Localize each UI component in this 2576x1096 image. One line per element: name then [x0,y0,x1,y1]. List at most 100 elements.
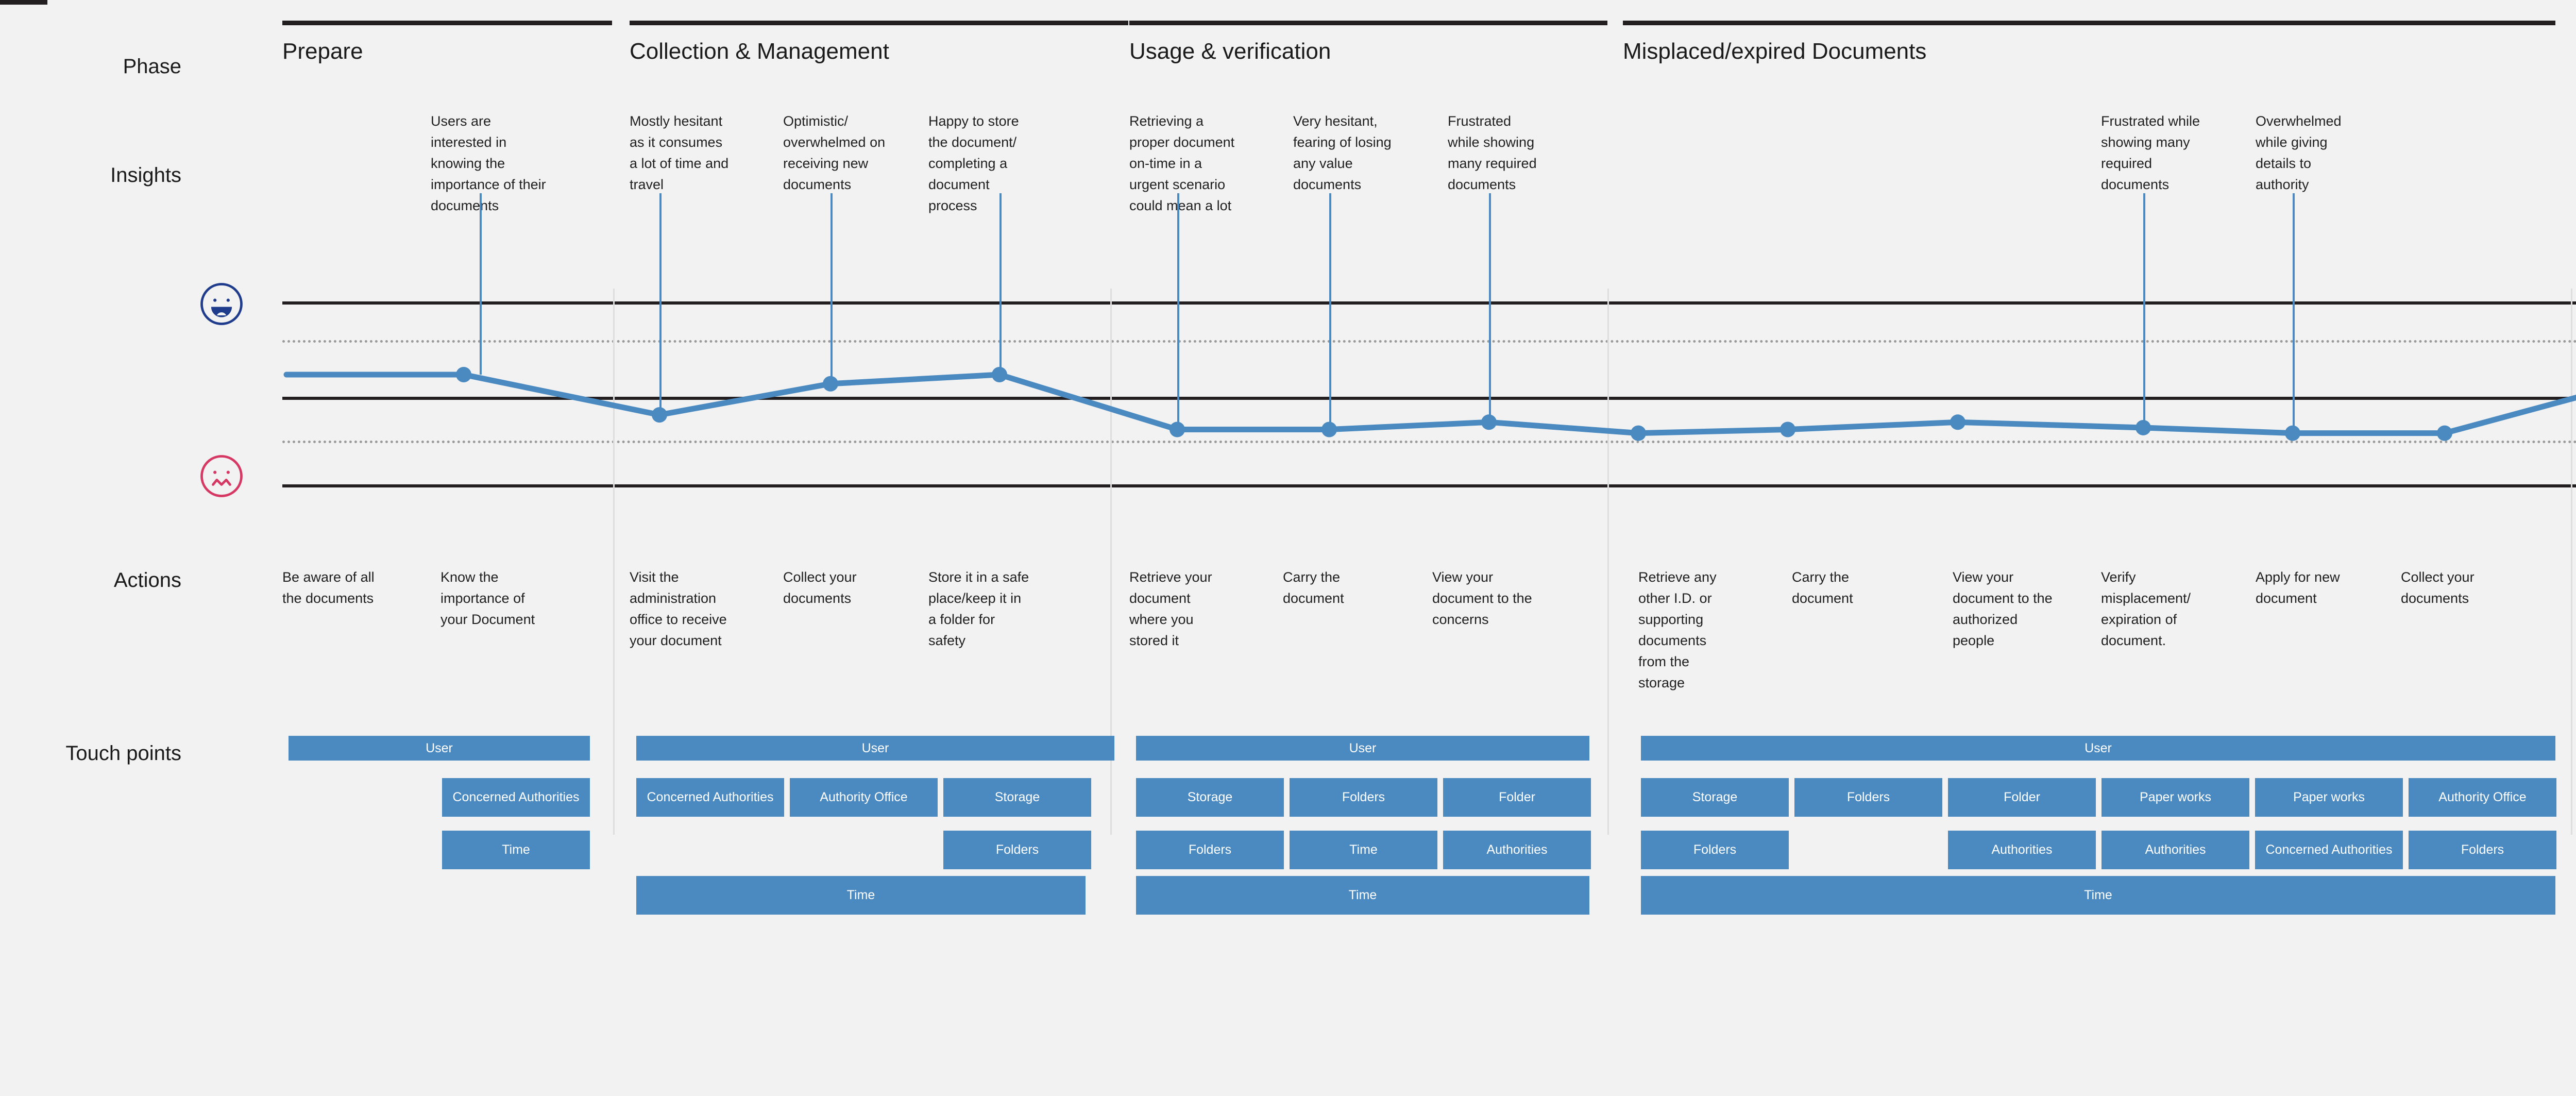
action-text: Store it in a safe place/keep it in a fo… [928,569,1029,649]
phase-title: Usage & verification [1129,39,1331,64]
phase-title: Collection & Management [630,39,889,64]
touchpoint-chip[interactable]: Authority Office [2409,778,2556,817]
chart-gridline-upper [282,340,2576,343]
chart-connector-7 [2143,301,2145,428]
insight-connector-3 [999,193,1002,303]
touchpoint-user[interactable]: User [289,736,590,761]
touchpoint-chip[interactable]: Folders [943,831,1091,869]
insight-text: Retrieving a proper document on-time in … [1129,113,1235,214]
insight-connector-2 [831,193,833,303]
insight-text: Overwhelmed while giving details to auth… [2256,113,2342,193]
chart-axis-top [282,301,2576,305]
action-text: Collect your documents [783,569,857,606]
row-label-phase: Phase [123,55,181,78]
touchpoint-user[interactable]: User [1641,736,2555,761]
phase-rule [282,21,612,25]
touchpoint-chip[interactable]: Storage [1136,778,1284,817]
phase-separator-0 [613,289,615,835]
insight-text: Users are interested in knowing the impo… [431,113,546,214]
chart-connector-8 [2293,301,2295,433]
insight-connector-6 [1489,193,1491,303]
phase-rule [1129,21,1607,25]
chart-axis-bottom [282,484,2576,487]
phase-rule [630,21,1128,25]
action-text: Know the importance of your Document [440,569,535,628]
phase-column-1: Collection & Management [630,21,1128,64]
chart-connector-1 [659,301,662,415]
emotion-data-point[interactable] [1631,425,1646,441]
touchpoint-chip[interactable]: Folders [1136,831,1284,869]
action-text: Carry the document [1283,569,1344,606]
chart-connector-6 [1489,301,1491,423]
phase-separator-3 [2571,289,2572,835]
chart-axis-mid [282,397,2576,400]
phase-separator-1 [1110,289,1112,835]
insight-text: Frustrated while showing many required d… [2101,113,2200,193]
insight-text: Mostly hesitant as it consumes a lot of … [630,113,729,193]
insight-text: Happy to store the document/ completing … [928,113,1019,214]
touchpoint-user[interactable]: User [1136,736,1589,761]
touchpoint-chip[interactable]: Authorities [1443,831,1591,869]
phase-column-2: Usage & verification [1129,21,1607,64]
insight-text: Optimistic/ overwhelmed on receiving new… [783,113,886,193]
action-text: Retrieve any other I.D. or supporting do… [1638,569,1717,691]
touchpoint-chip[interactable]: Storage [1641,778,1789,817]
action-text: Apply for new document [2256,569,2340,606]
chart-connector-5 [1329,301,1331,430]
touchpoint-chip[interactable]: Folders [1641,831,1789,869]
touchpoint-chip[interactable]: Folder [1443,778,1591,817]
touchpoint-chip[interactable]: Authorities [2102,831,2249,869]
emotion-data-point[interactable] [1780,421,1795,437]
emotion-data-point[interactable] [1950,414,1965,430]
chart-connector-0 [480,301,482,375]
touchpoint-chip[interactable]: Folders [2409,831,2556,869]
insight-connector-4 [1177,193,1179,303]
touchpoint-chip[interactable]: Paper works [2102,778,2249,817]
touchpoint-chip[interactable]: Storage [943,778,1091,817]
action-text: Verify misplacement/ expiration of docum… [2101,569,2191,649]
phase-title: Misplaced/expired Documents [1623,39,1927,64]
chart-connector-2 [831,301,833,384]
touchpoint-time[interactable]: Time [1641,876,2555,915]
chart-gridline-lower [282,441,2576,443]
touchpoint-chip[interactable]: Authorities [1948,831,2096,869]
phase-rule [1623,21,2555,25]
touchpoint-chip[interactable]: Concerned Authorities [442,778,590,817]
action-text: Collect your documents [2401,569,2475,606]
emotion-data-point[interactable] [2437,425,2452,441]
touchpoint-chip[interactable]: Folders [1794,778,1942,817]
action-text: View your document to the authorized peo… [1953,569,2053,649]
touchpoint-chip[interactable]: Concerned Authorities [2255,831,2403,869]
touchpoint-chip[interactable]: Authority Office [790,778,938,817]
insight-connector-7 [2143,193,2145,303]
insight-text: Frustrated while showing many required d… [1448,113,1537,193]
insight-text: Very hesitant, fearing of losing any val… [1293,113,1392,193]
sad-face-icon [199,453,244,499]
chart-connector-4 [1177,301,1179,430]
touchpoint-chip[interactable]: Folder [1948,778,2096,817]
insight-connector-8 [2293,193,2295,303]
touchpoint-chip[interactable]: Folders [1290,778,1437,817]
insight-connector-5 [1329,193,1331,303]
action-text: Be aware of all the documents [282,569,375,606]
row-label-insights: Insights [110,164,181,187]
chart-connector-3 [999,301,1002,375]
row-label-actions: Actions [113,569,181,592]
phase-column-3: Misplaced/expired Documents [1623,21,2555,64]
action-text: View your document to the concerns [1432,569,1532,628]
action-text: Retrieve your document where you stored … [1129,569,1212,649]
emotion-line [283,372,2576,436]
insight-connector-0 [480,193,482,303]
touchpoint-chip[interactable]: Time [442,831,590,869]
touchpoint-chip[interactable]: Concerned Authorities [636,778,784,817]
phase-column-0: Prepare [282,21,612,64]
touchpoint-chip[interactable]: Time [1290,831,1437,869]
phase-title: Prepare [282,39,363,64]
touchpoint-user[interactable]: User [636,736,1114,761]
emotion-data-point[interactable] [456,367,471,382]
touchpoint-time[interactable]: Time [1136,876,1589,915]
action-text: Visit the administration office to recei… [630,569,727,649]
touchpoint-time[interactable]: Time [636,876,1086,915]
touchpoint-chip[interactable]: Paper works [2255,778,2403,817]
